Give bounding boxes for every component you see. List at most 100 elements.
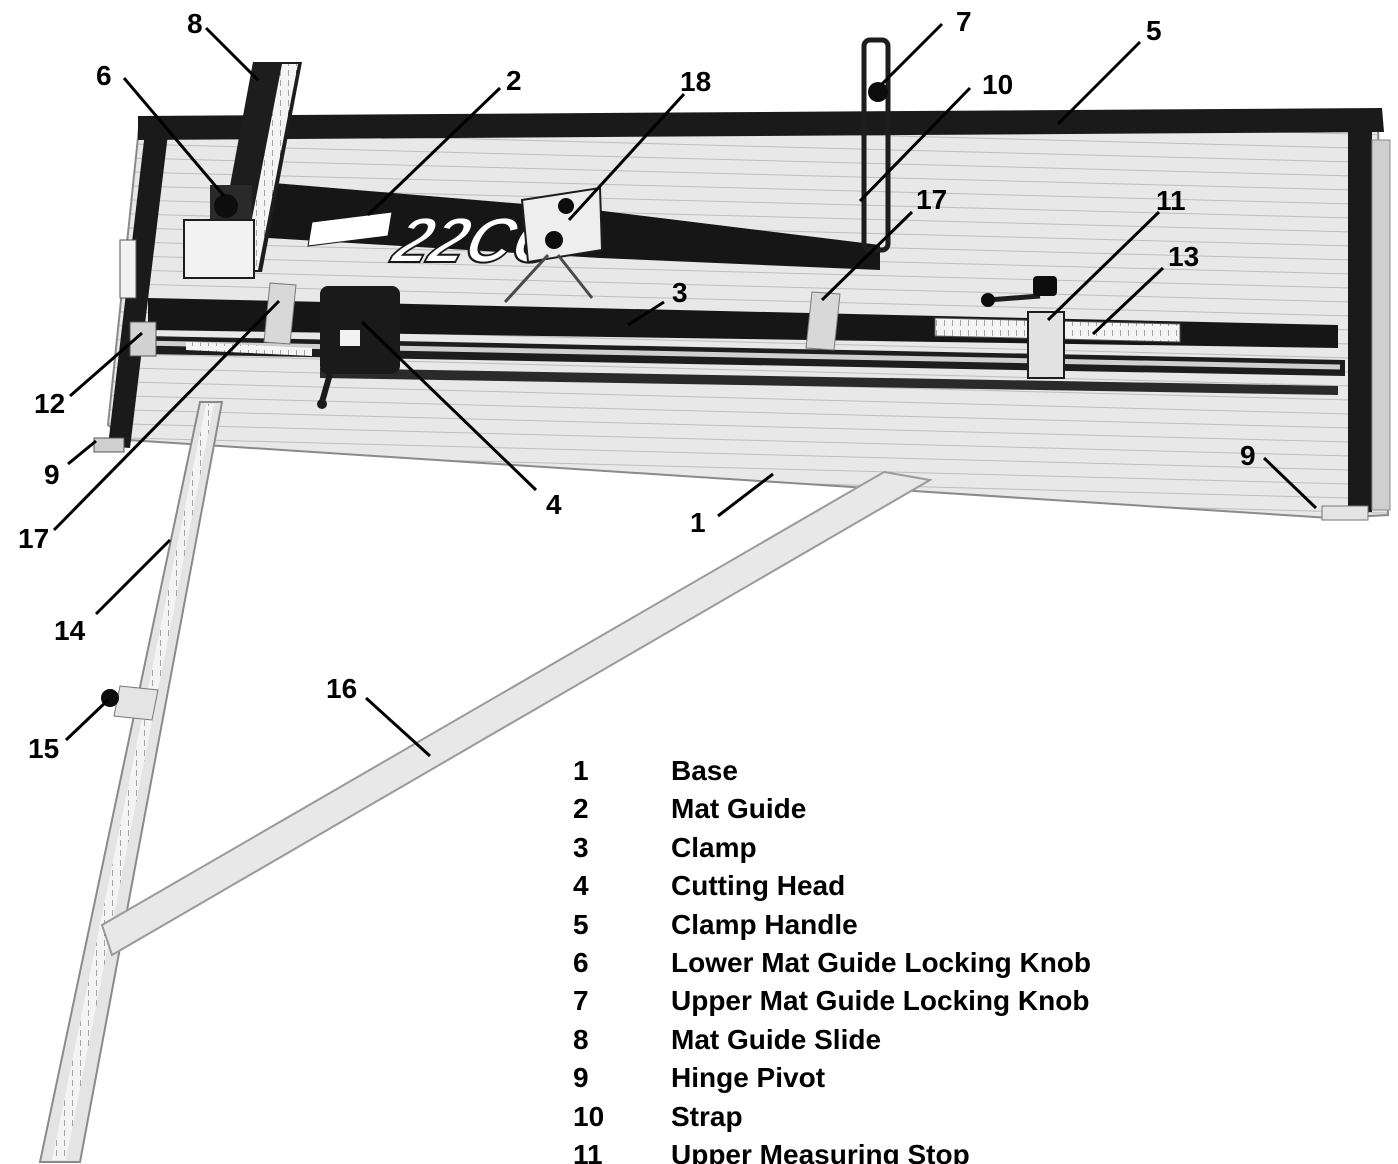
- legend-label: Base: [671, 755, 738, 786]
- callout-label: 6: [96, 60, 112, 91]
- leader-line: [366, 86, 502, 217]
- callout-label: 17: [18, 523, 49, 554]
- hinge-pivot-right: [1321, 505, 1369, 521]
- hinge-pivot-left: [93, 437, 125, 453]
- leader-line: [1046, 210, 1161, 322]
- lower-locking-knob: [214, 194, 238, 218]
- cutting-head-lever-tip: [317, 399, 327, 409]
- legend-number: 3: [573, 831, 589, 863]
- callout-label: 10: [982, 69, 1013, 100]
- legend-number: 5: [573, 908, 589, 940]
- legend-label: Mat Guide: [671, 793, 807, 825]
- legend-number: 8: [573, 1023, 589, 1055]
- legend-number: 1: [573, 755, 589, 786]
- leader-lines: [52, 22, 1318, 758]
- legend-number: 4: [573, 870, 589, 902]
- legend-item: 2 Mat Guide: [573, 790, 1091, 828]
- leader-line: [858, 86, 972, 203]
- callout-label: 12: [34, 388, 65, 419]
- callout-label: 5: [1146, 15, 1162, 46]
- angle-gauge-knob-bottom: [545, 231, 563, 249]
- leader-line: [820, 210, 914, 302]
- legend-label: Upper Measuring Stop: [671, 1138, 970, 1164]
- warning-label: [119, 239, 137, 299]
- lower-rail-shadow: [320, 368, 1338, 395]
- legend-label: Upper Mat Guide Locking Knob: [671, 985, 1090, 1017]
- leader-line: [67, 439, 97, 466]
- measuring-stop-handle-end: [981, 293, 995, 307]
- strap: [861, 37, 891, 253]
- legend-number: 6: [573, 946, 589, 978]
- legend-item: 6 Lower Mat Guide Locking Knob: [573, 944, 1091, 982]
- leader-line: [52, 299, 281, 532]
- measuring-stop-handle: [987, 293, 1041, 303]
- leader-line: [880, 22, 944, 86]
- upper-locking-knob: [868, 82, 888, 102]
- legend-item: 8 Mat Guide Slide: [573, 1021, 1091, 1059]
- leader-line: [1091, 266, 1165, 336]
- legend-item: 7 Upper Mat Guide Locking Knob: [573, 982, 1091, 1020]
- legend-label: Clamp: [671, 831, 757, 863]
- leader-line: [364, 696, 432, 758]
- legend-number: 9: [573, 1062, 589, 1094]
- clamp-handle-bar: [138, 108, 1384, 140]
- legend-number: 7: [573, 985, 589, 1017]
- logo-badge: [307, 211, 393, 247]
- callout-label: 13: [1168, 241, 1199, 272]
- right-frame-post: [1348, 126, 1372, 512]
- callout-label: 1: [690, 507, 706, 538]
- leader-line: [204, 26, 260, 82]
- angle-gauge-leg-right: [556, 254, 594, 299]
- angle-gauge-leg-left: [503, 253, 550, 304]
- leader-line: [567, 92, 686, 222]
- lower-scale: [186, 342, 312, 356]
- callout-label: 11: [1156, 185, 1186, 216]
- callout-label: 14: [54, 615, 86, 646]
- spacer-block-left: [263, 282, 297, 345]
- support-brace: [100, 470, 933, 957]
- legend-label: Hinge Pivot: [671, 1062, 826, 1094]
- leader-line: [1056, 40, 1142, 126]
- leader-line: [69, 331, 143, 398]
- leader-line: [717, 472, 774, 518]
- callout-label: 17: [916, 184, 947, 215]
- leader-line: [627, 300, 665, 327]
- legend-label: Clamp Handle: [671, 908, 858, 940]
- legend-label: Strap: [671, 1100, 743, 1132]
- legend-label: Mat Guide Slide: [671, 1023, 882, 1055]
- legend-item: 3 Clamp: [573, 829, 1091, 867]
- legend-number: 11: [573, 1138, 603, 1164]
- cutting-head-lever: [319, 373, 333, 403]
- leader-line: [64, 698, 110, 742]
- callout-label: 15: [28, 733, 59, 764]
- legend-item: 1 Base: [573, 752, 1091, 790]
- legend-item: 11 Upper Measuring Stop: [573, 1136, 1091, 1164]
- legend-number: 2: [573, 793, 589, 825]
- squaring-stop-block: [113, 685, 159, 721]
- leader-line: [122, 77, 226, 197]
- leader-line: [360, 320, 538, 492]
- left-frame-post: [108, 132, 168, 448]
- legend-label: Lower Mat Guide Locking Knob: [671, 946, 1091, 978]
- leader-line: [94, 538, 172, 616]
- mat-guide-bracket: [183, 219, 255, 279]
- callout-label: 16: [326, 673, 357, 704]
- squaring-arm-scale: [52, 404, 214, 1160]
- right-edge-strip: [1371, 139, 1391, 511]
- callout-label: 4: [546, 489, 562, 520]
- callout-label: 18: [680, 66, 711, 97]
- measuring-stop-knob: [1033, 276, 1057, 296]
- measuring-stop-body: [1027, 311, 1065, 379]
- callout-label: 9: [1240, 440, 1256, 471]
- callout-label: 7: [956, 6, 972, 37]
- callout-label: 8: [187, 8, 203, 39]
- callout-label: 9: [44, 459, 60, 490]
- angle-gauge-knob-top: [558, 198, 574, 214]
- callout-numbers: 8 6 2 18 7 10 5 17 11 13 3 12 9 17 4 1 9…: [18, 6, 1256, 764]
- mat-guide-slide-scale: [242, 64, 298, 270]
